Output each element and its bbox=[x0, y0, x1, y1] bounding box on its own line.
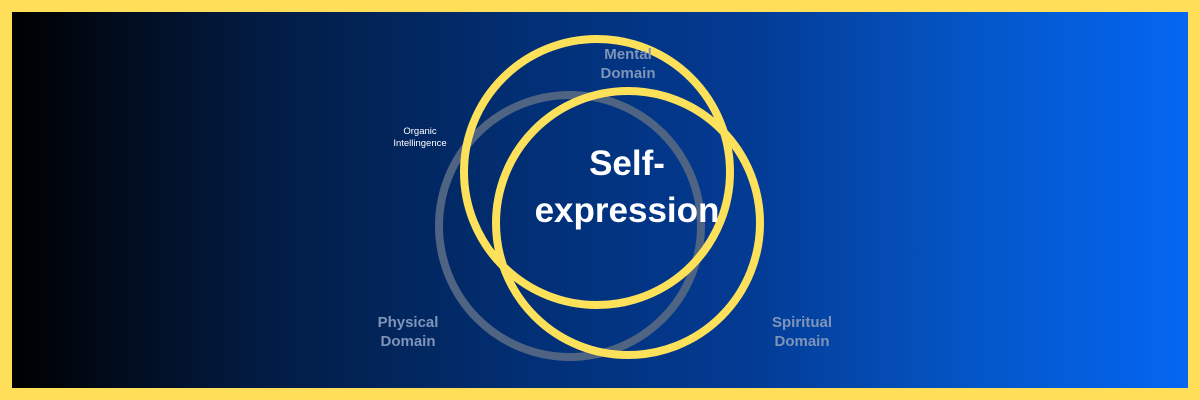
venn-diagram bbox=[435, 35, 764, 361]
mental-domain-label: Mental Domain bbox=[600, 46, 656, 82]
self-expression-title: Self- expression bbox=[534, 144, 720, 231]
banner-frame: Mental Domain Organic Intellingence Self… bbox=[12, 12, 1188, 388]
spiritual-domain-circle bbox=[492, 87, 764, 359]
organic-intelligence-label: Organic Intellingence bbox=[393, 126, 447, 150]
mental-domain-circle bbox=[460, 35, 734, 309]
physical-domain-label: Physical Domain bbox=[377, 314, 439, 350]
physical-domain-circle bbox=[435, 91, 705, 361]
spiritual-domain-label: Spiritual Domain bbox=[771, 314, 832, 350]
